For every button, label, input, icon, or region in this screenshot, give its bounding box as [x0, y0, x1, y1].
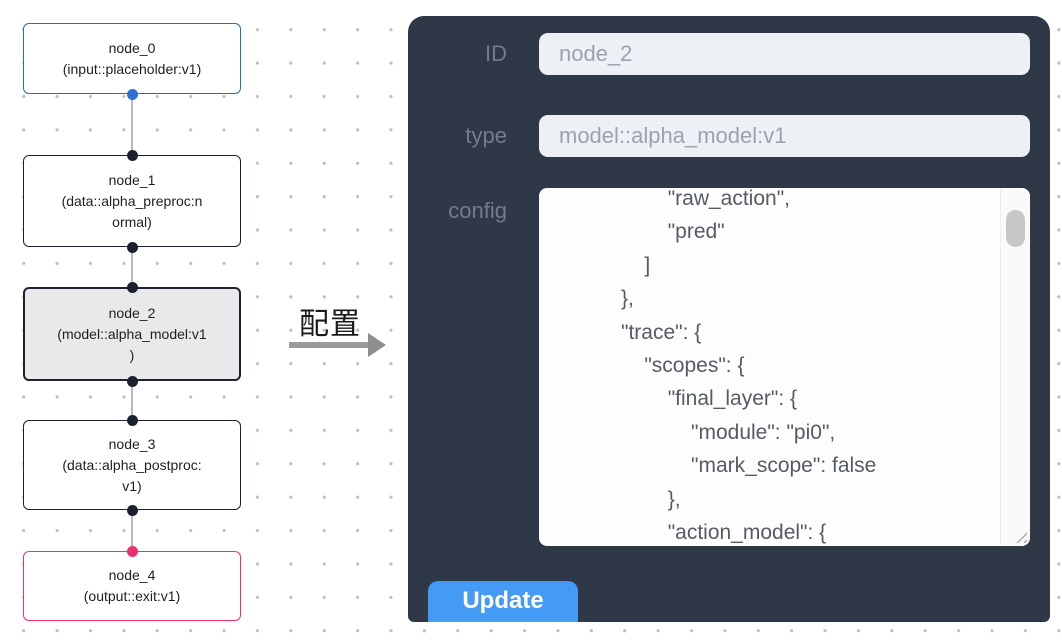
edge-node2-node3	[131, 381, 133, 420]
node-3-type: (data::alpha_postproc: v1)	[62, 456, 202, 494]
node-2-type: (model::alpha_model:v1 )	[57, 325, 207, 363]
node-4-target-handle[interactable]	[126, 545, 138, 557]
edge-node0-node1	[131, 94, 133, 155]
node-0[interactable]: node_0 (input::placeholder:v1)	[23, 23, 241, 94]
update-button[interactable]: Update	[428, 581, 578, 622]
node-2[interactable]: node_2 (model::alpha_model:v1 )	[23, 287, 241, 381]
node-2-source-handle[interactable]	[126, 375, 138, 387]
node-1-title: node_1	[108, 171, 156, 188]
config-json-text[interactable]: "raw_action", "pred" ] }, "trace": { "sc…	[621, 188, 877, 545]
node-0-type: (input::placeholder:v1)	[62, 60, 202, 77]
node-4-title: node_4	[108, 567, 156, 583]
config-field-label: config	[448, 198, 507, 223]
node-0-source-handle[interactable]	[126, 88, 138, 100]
node-3-target-handle[interactable]	[126, 414, 138, 426]
node-4-type: (output::exit:v1)	[83, 588, 181, 604]
node-1-source-handle[interactable]	[126, 241, 138, 253]
right-arrow-icon	[289, 342, 371, 348]
type-input[interactable]	[539, 115, 1030, 157]
node-config-panel: ID type config "raw_action", "pred" ] },…	[408, 16, 1050, 622]
configure-label: 配置	[299, 308, 361, 341]
config-scrollbar-track[interactable]	[1000, 189, 1029, 545]
config-scrollbar-thumb[interactable]	[1006, 210, 1025, 247]
config-textarea[interactable]: "raw_action", "pred" ] }, "trace": { "sc…	[539, 188, 1030, 546]
node-4[interactable]: node_4 (output::exit:v1)	[23, 551, 241, 621]
edge-node3-node4	[131, 510, 133, 551]
id-input[interactable]	[539, 33, 1030, 75]
right-arrow-head-icon	[368, 333, 386, 357]
node-1[interactable]: node_1 (data::alpha_preproc:n ormal)	[23, 155, 241, 247]
node-0-title: node_0	[108, 39, 156, 56]
node-1-target-handle[interactable]	[126, 149, 138, 161]
node-2-title: node_2	[108, 304, 156, 321]
edge-node1-node2	[131, 247, 133, 287]
node-2-target-handle[interactable]	[126, 281, 138, 293]
node-3[interactable]: node_3 (data::alpha_postproc: v1)	[23, 420, 241, 510]
node-1-type: (data::alpha_preproc:n ormal)	[61, 192, 203, 230]
node-3-source-handle[interactable]	[126, 504, 138, 516]
id-field-label: ID	[485, 41, 507, 66]
node-3-title: node_3	[108, 435, 156, 452]
type-field-label: type	[465, 123, 507, 148]
